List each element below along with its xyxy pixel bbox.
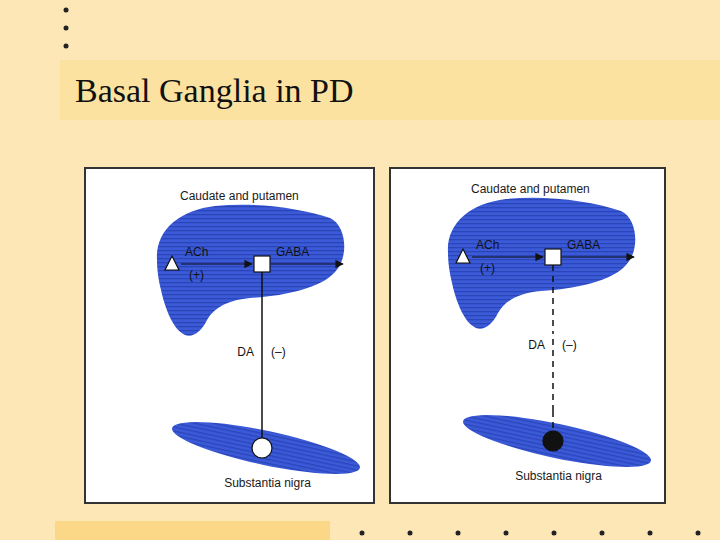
- region-caption: Substantia nigra: [461, 469, 656, 483]
- output-arrow: [271, 263, 343, 264]
- caudate-putamen-region: Caudate and putamen: [150, 186, 350, 338]
- right-panel-symbols: [456, 249, 634, 451]
- dopamine-axon: [261, 418, 263, 438]
- nucleus-outline: [441, 179, 641, 331]
- excitatory-arrow: [472, 256, 543, 257]
- nigra-shape: [169, 411, 364, 484]
- excitatory-arrow: [181, 263, 252, 264]
- cholinergic-neuron: [456, 249, 470, 263]
- output-arrow: [562, 256, 634, 257]
- caudate-putamen-region: Caudate and putamen: [441, 179, 641, 331]
- region-caption: Substantia nigra: [170, 476, 365, 490]
- dopamine-neuron-degenerated: [543, 431, 563, 451]
- left-panel-symbols: [165, 256, 343, 458]
- transmitter-label: (+): [189, 268, 204, 282]
- figure-panel: [390, 168, 665, 503]
- dopamine-axon-lost: [552, 265, 554, 331]
- transmitter-label: GABA: [276, 245, 309, 259]
- dopamine-axon: [261, 272, 263, 338]
- figure-panel: [85, 168, 374, 503]
- slide-title: Basal Ganglia in PD: [75, 71, 354, 111]
- transmitter-label: GABA: [567, 238, 600, 252]
- region-heading: Caudate and putamen: [150, 187, 299, 203]
- pathway-label: DA: [528, 338, 545, 352]
- dopamine-pathway: [552, 331, 554, 411]
- title-band: [60, 60, 720, 120]
- caudate-shape: [157, 205, 344, 336]
- footer-dots: [360, 531, 701, 536]
- pathway-label: DA: [237, 345, 254, 359]
- cholinergic-neuron: [165, 256, 179, 270]
- dopamine-pathway: [261, 338, 263, 418]
- footer-bar: [55, 521, 330, 540]
- title-layer: Basal Ganglia in PD: [0, 0, 720, 130]
- bullet-dot: [64, 8, 69, 13]
- region-heading: Caudate and putamen: [441, 180, 590, 196]
- bullet-dot: [64, 44, 69, 49]
- pathway-label: (–): [562, 338, 577, 352]
- pathway-label: (–): [271, 345, 286, 359]
- caudate-shape: [448, 198, 635, 329]
- gabaergic-neuron: [545, 249, 561, 265]
- bullet-dot: [64, 26, 69, 31]
- transmitter-label: ACh: [476, 238, 499, 252]
- dopamine-neuron-healthy: [252, 438, 272, 458]
- dopamine-axon-lost: [552, 411, 554, 431]
- transmitter-label: ACh: [185, 245, 208, 259]
- gabaergic-neuron: [254, 256, 270, 272]
- nucleus-outline: [150, 186, 350, 338]
- nigra-shape: [460, 404, 655, 477]
- transmitter-label: (+): [480, 261, 495, 275]
